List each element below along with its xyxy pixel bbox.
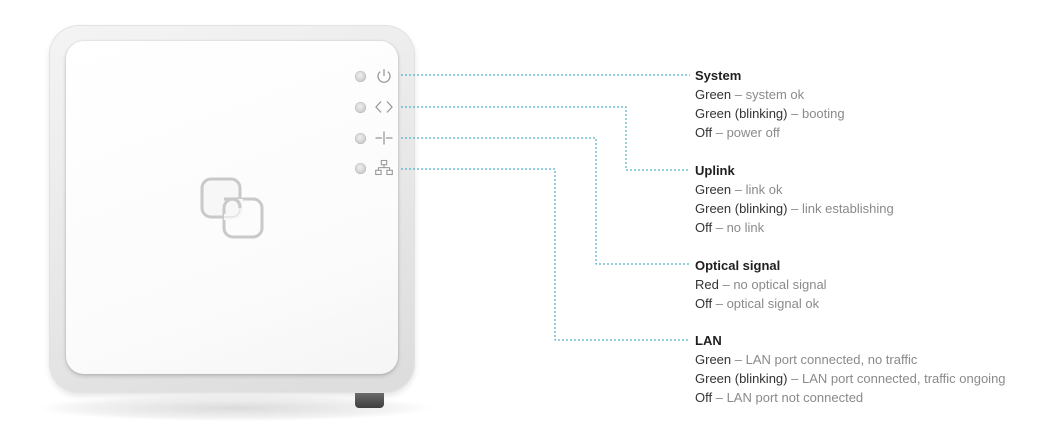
legend-line: Green (blinking) – link establishing xyxy=(695,201,894,216)
legend-line: Green (blinking) – booting xyxy=(695,106,845,121)
legend-lan: LAN Green – LAN port connected, no traff… xyxy=(695,331,1006,407)
connector-uplink xyxy=(401,106,690,171)
connector-lan xyxy=(401,168,690,341)
legend-line: Red – no optical signal xyxy=(695,277,827,292)
legend-line: Green – system ok xyxy=(695,87,805,102)
led-system xyxy=(355,71,366,82)
legend-title: Optical signal xyxy=(695,258,781,273)
led-uplink xyxy=(355,102,366,113)
optical-signal-icon xyxy=(375,131,393,145)
led-optical xyxy=(355,133,366,144)
legend-line: Green – link ok xyxy=(695,182,783,197)
device-foot xyxy=(355,393,384,408)
legend-title: System xyxy=(695,68,742,83)
uplink-arrows-icon xyxy=(375,101,393,113)
legend-optical: Optical signal Red – no optical signal O… xyxy=(695,256,827,313)
legend-line: Off – optical signal ok xyxy=(695,296,820,311)
legend-title: Uplink xyxy=(695,163,735,178)
led-lan xyxy=(355,163,366,174)
power-icon xyxy=(377,69,391,83)
legend-uplink: Uplink Green – link ok Green (blinking) … xyxy=(695,161,894,237)
legend-line: Off – LAN port not connected xyxy=(695,390,864,405)
legend-system: System Green – system ok Green (blinking… xyxy=(695,66,845,142)
lan-network-icon xyxy=(375,159,393,176)
legend-line: Green (blinking) – LAN port connected, t… xyxy=(695,371,1006,386)
linked-squares-logo-icon xyxy=(200,177,264,239)
legend-line: Off – no link xyxy=(695,220,765,235)
legend-line: Green – LAN port connected, no traffic xyxy=(695,352,918,367)
legend-title: LAN xyxy=(695,333,722,348)
connector-optical xyxy=(401,137,690,265)
legend-line: Off – power off xyxy=(695,125,780,140)
